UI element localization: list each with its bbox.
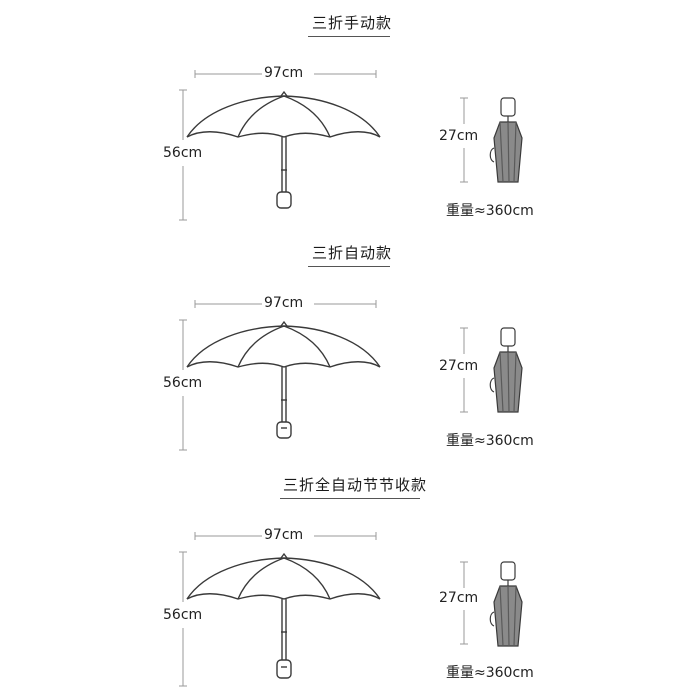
weight-label: 重量≈360cm bbox=[446, 203, 534, 219]
open-width-label: 97cm bbox=[264, 527, 304, 543]
weight-label: 重量≈360cm bbox=[446, 433, 534, 449]
umbrella-drawing bbox=[179, 70, 523, 221]
section-full-automatic: 三折全自动节节收款 bbox=[0, 462, 700, 692]
open-width-label: 97cm bbox=[264, 295, 304, 311]
folded-umbrella-icon bbox=[489, 327, 523, 413]
weight-label: 重量≈360cm bbox=[446, 665, 534, 681]
open-umbrella-icon bbox=[186, 320, 381, 439]
open-umbrella-icon bbox=[186, 552, 381, 679]
open-width-label: 97cm bbox=[264, 65, 304, 81]
section-manual: 三折手动款 bbox=[0, 0, 700, 230]
open-umbrella-icon bbox=[186, 90, 381, 209]
folded-length-label: 27cm bbox=[439, 128, 479, 144]
umbrella-drawing bbox=[179, 300, 523, 451]
section-automatic: 三折自动款 bbox=[0, 230, 700, 460]
section-title: 三折手动款 bbox=[312, 14, 393, 32]
umbrella-drawing bbox=[179, 532, 523, 687]
folded-umbrella-icon bbox=[489, 561, 523, 647]
open-height-label: 56cm bbox=[163, 375, 203, 391]
section-title: 三折全自动节节收款 bbox=[283, 476, 428, 494]
open-height-label: 56cm bbox=[163, 145, 203, 161]
open-height-label: 56cm bbox=[163, 607, 203, 623]
title-underline bbox=[308, 36, 390, 37]
section-title: 三折自动款 bbox=[312, 244, 393, 262]
folded-length-label: 27cm bbox=[439, 358, 479, 374]
title-underline bbox=[280, 498, 420, 499]
folded-umbrella-icon bbox=[489, 97, 523, 183]
folded-length-label: 27cm bbox=[439, 590, 479, 606]
title-underline bbox=[308, 266, 390, 267]
